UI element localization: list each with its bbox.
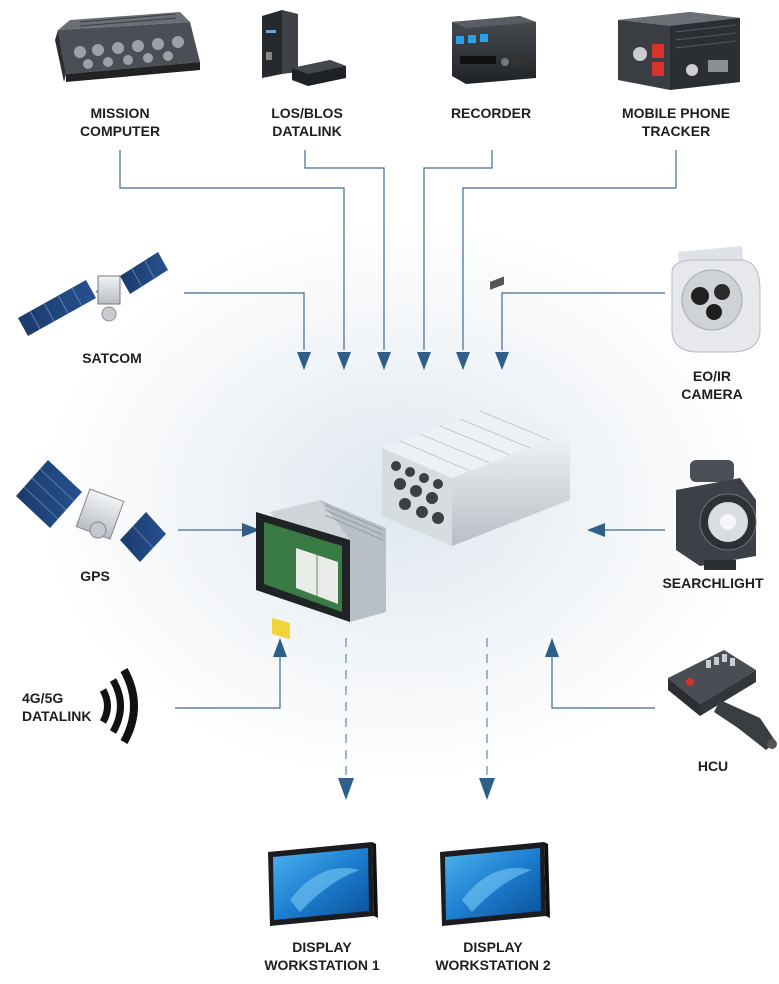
label-hcu: HCU <box>698 757 728 775</box>
arrowhead-down-5 <box>456 352 470 370</box>
arrowheads <box>242 352 605 800</box>
camera-turret-icon <box>671 246 761 353</box>
arrowhead-up-hcu <box>545 638 559 657</box>
connector-satcom <box>184 292 305 350</box>
label-recorder: RECORDER <box>451 104 531 122</box>
arrowhead-down-2 <box>337 352 351 370</box>
label-line: GPS <box>80 568 110 584</box>
arrowhead-down-ws1 <box>338 778 354 800</box>
arrowhead-right-gps <box>242 523 260 537</box>
label-mobile-phone-tracker: MOBILE PHONE TRACKER <box>622 104 730 140</box>
mission-computer-icon <box>55 12 200 82</box>
label-line: TRACKER <box>641 123 711 139</box>
label-line: DATALINK <box>272 123 342 139</box>
label-line: CAMERA <box>681 386 743 402</box>
connectors <box>119 150 677 709</box>
connector-4g5g-datalink <box>175 655 281 709</box>
label-line: WORKSTATION 1 <box>264 957 380 973</box>
phone-tracker-icon <box>618 12 740 90</box>
satellite-icon <box>18 252 168 336</box>
label-los-blos-datalink: LOS/BLOS DATALINK <box>271 104 343 140</box>
processor-unit-icon <box>382 276 570 546</box>
label-line: DATALINK <box>22 708 92 724</box>
label-line: COMPUTER <box>79 123 161 139</box>
label-line: SATCOM <box>82 350 142 366</box>
label-4g5g-datalink: 4G/5G DATALINK <box>22 689 91 725</box>
connector-los-blos-datalink <box>304 150 385 350</box>
recorder-icon <box>452 16 536 84</box>
searchlight-icon <box>676 460 757 570</box>
arrowhead-down-1 <box>297 352 311 370</box>
arrowhead-down-3 <box>377 352 391 370</box>
label-line: LOS/BLOS <box>271 105 343 121</box>
label-eo-ir-camera: EO/IR CAMERA <box>681 367 742 403</box>
label-line: DISPLAY <box>463 939 523 955</box>
arrowhead-up-4g5g <box>273 638 287 657</box>
label-line: DISPLAY <box>292 939 352 955</box>
label-gps: GPS <box>80 567 110 585</box>
hand-controller-icon <box>668 650 777 750</box>
label-line: RECORDER <box>450 105 532 121</box>
label-line: MISSION <box>90 105 150 121</box>
connector-mission-computer <box>119 150 345 350</box>
label-line: HCU <box>697 758 729 774</box>
label-line: SEARCHLIGHT <box>662 575 764 591</box>
connector-mobile-phone-tracker <box>462 150 677 350</box>
arrowhead-down-ws2 <box>479 778 495 800</box>
arrowhead-down-6 <box>495 352 509 370</box>
monitor-icon <box>440 842 550 926</box>
label-line: WORKSTATION 2 <box>435 957 551 973</box>
gps-satellite-icon <box>16 460 166 562</box>
monitor-icon <box>268 842 378 926</box>
label-satcom: SATCOM <box>82 349 142 367</box>
label-mission-computer: MISSION COMPUTER <box>80 104 160 140</box>
label-line: MOBILE PHONE <box>621 105 731 121</box>
label-display-workstation-2: DISPLAY WORKSTATION 2 <box>435 938 550 974</box>
label-line: EO/IR <box>692 368 732 384</box>
connector-eo-ir-camera <box>501 292 665 350</box>
label-display-workstation-1: DISPLAY WORKSTATION 1 <box>264 938 379 974</box>
arrowhead-down-4 <box>417 352 431 370</box>
connector-recorder <box>423 150 493 350</box>
dashed-connectors <box>345 638 488 775</box>
wireless-signal-icon <box>99 668 138 744</box>
label-searchlight: SEARCHLIGHT <box>662 574 763 592</box>
arrowhead-left-searchlight <box>587 523 605 537</box>
touchscreen-console-icon <box>256 500 386 640</box>
label-line: 4G/5G <box>22 690 64 706</box>
connector-hcu <box>551 655 655 709</box>
datalink-unit-icon <box>262 10 346 86</box>
